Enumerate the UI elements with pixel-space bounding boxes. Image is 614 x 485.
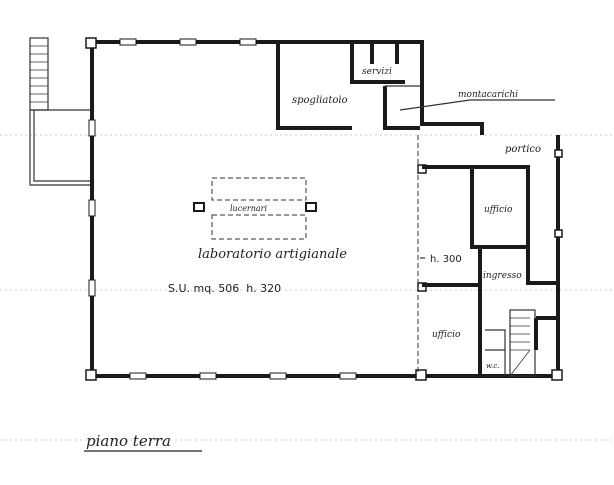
drawing-title: piano terra [86,432,171,450]
leader-line [399,99,555,111]
external-staircase [29,37,90,186]
right-rooms [422,165,558,377]
internal-staircase [509,309,536,377]
outer-walls [85,37,563,381]
label-ufficio-upper: ufficio [484,205,513,215]
service-block [276,42,420,130]
label-wc: w.c. [486,362,500,370]
label-laboratorio: laboratorio artigianale [198,247,347,262]
label-ingresso: ingresso [483,271,522,281]
label-servizi: servizi [362,67,392,77]
label-montacarichi: montacarichi [458,90,518,100]
label-area: S.U. mq. 506 h. 320 [168,282,281,295]
label-height: h. 300 [430,254,462,265]
label-spogliatoio: spogliatoio [292,95,348,106]
label-lucernari: lucernari [230,204,267,213]
label-portico: portico [505,144,541,155]
skylights [193,177,317,240]
label-ufficio-lower: ufficio [432,330,461,340]
